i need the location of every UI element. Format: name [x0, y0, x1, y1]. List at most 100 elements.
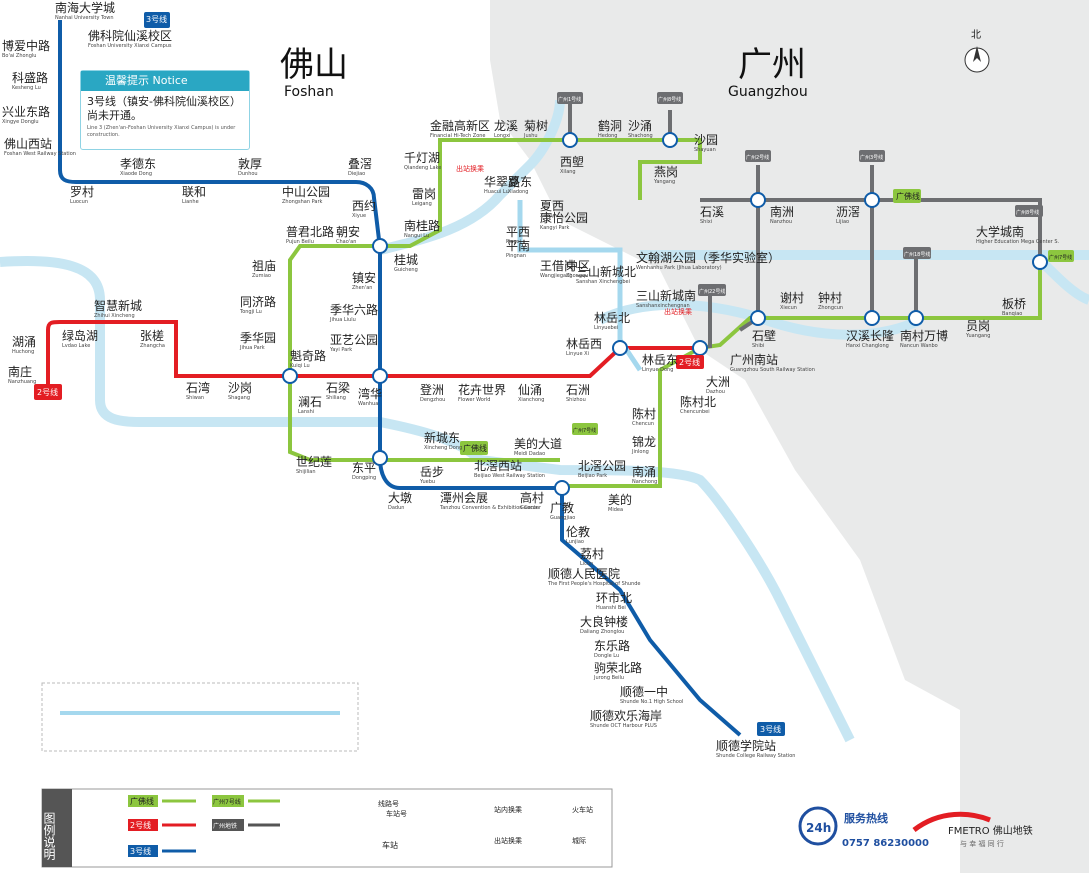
station-kuiqi-ring[interactable]	[282, 368, 298, 384]
station-nancun-ring[interactable]	[908, 310, 924, 326]
station-wenhanhu[interactable]: 文翰湖公园（季华实验室）Wenhanhu Park (Jihua Laborat…	[636, 250, 780, 271]
station-hanxi-ring[interactable]	[864, 310, 880, 326]
station-daxuecheng-ring[interactable]	[1032, 254, 1048, 270]
station-guicheng-ring[interactable]	[372, 238, 388, 254]
station-guangjiao-ring[interactable]	[554, 480, 570, 496]
station-xilang-ring[interactable]	[562, 132, 578, 148]
station-wanhua-ring[interactable]	[372, 368, 388, 384]
station-lijiao-ring[interactable]	[864, 192, 880, 208]
station-yangang-ring[interactable]	[662, 132, 678, 148]
station-shibi-ring[interactable]	[750, 310, 766, 326]
station-linyue-ring[interactable]	[612, 340, 628, 356]
